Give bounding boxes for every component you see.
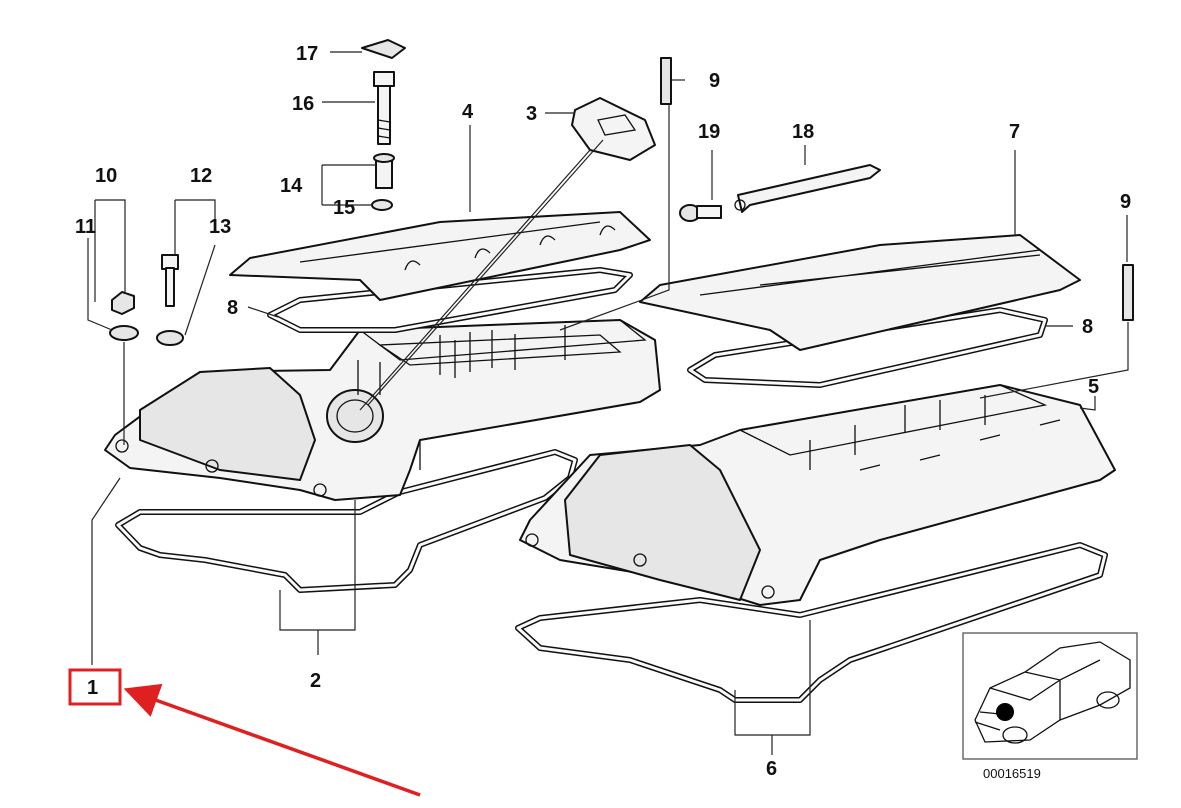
callout-1: 1 — [87, 677, 98, 699]
callout-8-right: 8 — [1082, 316, 1093, 338]
callout-5: 5 — [1088, 376, 1099, 398]
highlight-box — [68, 668, 122, 706]
callout-15: 15 — [333, 197, 355, 219]
left-cover-plate — [229, 211, 651, 301]
oil-filler-cap — [571, 97, 656, 161]
right-cover-studs — [809, 395, 986, 470]
bolt-and-clip-group — [361, 39, 406, 211]
highlight-arrow — [123, 683, 421, 797]
callout-4: 4 — [462, 101, 474, 123]
callout-8-left: 8 — [227, 297, 238, 319]
left-cover-studs — [357, 325, 566, 395]
callouts: 17 16 14 15 3 4 10 12 11 13 8 9 19 18 7 … — [75, 43, 1131, 780]
stud-right — [1122, 264, 1134, 321]
callout-7: 7 — [1009, 121, 1020, 143]
right-valve-cover — [519, 384, 1116, 606]
leader-lines — [87, 51, 1129, 755]
vehicle-location-inset: 00016519 — [962, 632, 1138, 781]
bracket-18 — [734, 164, 881, 213]
stud-top — [660, 57, 672, 105]
left-valve-cover — [104, 319, 661, 501]
callout-13: 13 — [209, 216, 231, 238]
callout-11: 11 — [75, 216, 96, 238]
callout-9-top: 9 — [709, 70, 720, 92]
callout-14: 14 — [280, 175, 303, 197]
callout-19: 19 — [698, 121, 720, 143]
callout-12: 12 — [190, 165, 212, 187]
left-valve-cover-gasket — [115, 449, 578, 593]
callout-3: 3 — [526, 103, 537, 125]
right-cover-plate — [639, 234, 1081, 351]
callout-16: 16 — [292, 93, 314, 115]
cover-nut-and-washer-group — [109, 254, 184, 346]
location-marker — [996, 703, 1014, 721]
right-valve-cover-gasket — [515, 542, 1108, 703]
callout-17: 17 — [296, 43, 318, 65]
callout-9-right: 9 — [1120, 191, 1131, 213]
bolt-19 — [679, 204, 722, 222]
callout-18: 18 — [792, 121, 814, 143]
right-cover-seal-upper — [687, 307, 1048, 388]
diagram-number: 00016519 — [983, 766, 1041, 781]
callout-6: 6 — [766, 758, 777, 780]
callout-10: 10 — [95, 165, 117, 187]
left-cover-seal-upper — [267, 267, 633, 333]
callout-2: 2 — [310, 670, 321, 692]
